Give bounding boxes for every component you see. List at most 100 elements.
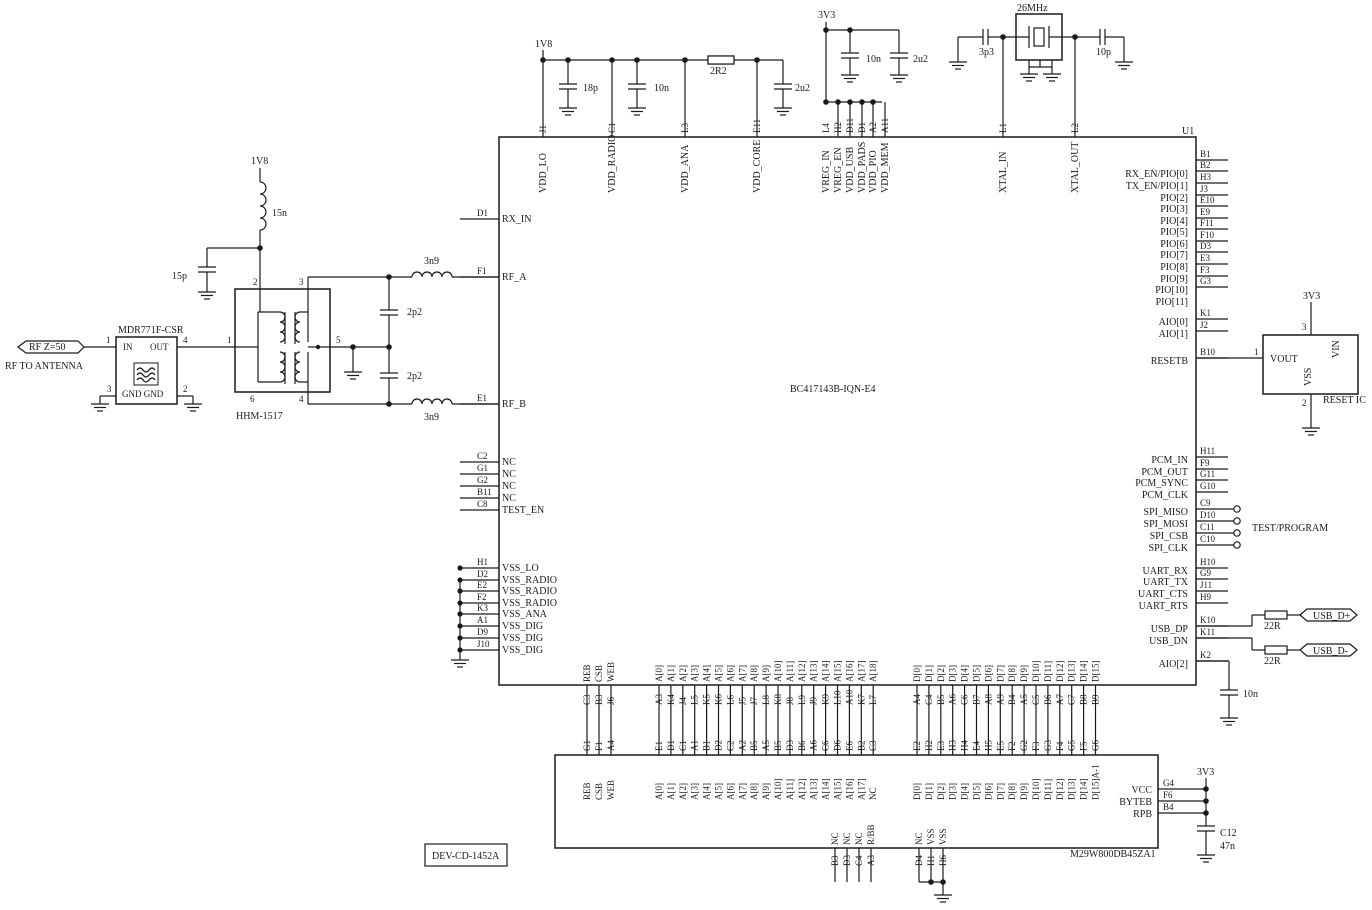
u1-left-pin-name: VSS_RADIO (502, 586, 557, 597)
memory-top-pin-name: D[0] (912, 783, 922, 800)
junction-dot (457, 565, 463, 571)
usb-dp-label: USB_D+ (1313, 611, 1351, 622)
aio2-capacitor: 10n (1196, 660, 1258, 718)
u1-right-pin-name: SPI_MISO (1144, 507, 1188, 518)
u1-bottom-pin-name: A[9] (761, 665, 771, 682)
supply-1v8-net: 1V8 2R2 (535, 39, 783, 137)
u1-bottom-pin-name: A[2] (678, 665, 688, 682)
u1-right-pin-number: H10 (1200, 557, 1216, 567)
u1-chip: U1 BC417143B-IQN-E4 J1VDD_LOC1VDD_RADIOL… (457, 102, 1234, 755)
ground-icon (344, 371, 362, 380)
u1-bottom-pin-number: J9 (809, 696, 819, 705)
balun-pin-3: 3 (299, 277, 304, 287)
memory-top-pin-number: H4 (960, 740, 970, 751)
balun-pin-4: 4 (299, 394, 304, 404)
reset-vin-label: VIN (1331, 340, 1342, 358)
u1-bottom-pin-number: C7 (1067, 694, 1077, 705)
u1-bottom-pin-name: D[1] (924, 665, 934, 682)
u1-bottom-pin-name: A[7] (737, 665, 747, 682)
memory-top-pin-name: D[2] (936, 783, 946, 800)
u1-bottom-pin-number: L7 (868, 695, 878, 705)
inductor-15n-value: 15n (272, 208, 287, 219)
u1-bottom-pin-number: L5 (690, 695, 700, 705)
u1-left-pin-name: NC (502, 457, 516, 468)
u1-bottom-pin-number: A10 (844, 689, 854, 705)
u1-bottom-pin-number: L6 (725, 695, 735, 705)
u1-left-pin-number: K3 (477, 603, 488, 613)
u1-left-pin-number: E2 (477, 580, 487, 590)
memory-top-pin-name: A[11] (785, 779, 795, 800)
ground-icon (91, 403, 109, 412)
u1-bottom-pin-name: A[3] (690, 665, 700, 682)
memory-right-pin-number: G4 (1163, 778, 1174, 788)
u1-bottom-pin-number: K9 (821, 694, 831, 705)
cap-c12-value: 47n (1220, 841, 1235, 852)
memory-bottom-pin-number: D3 (842, 855, 852, 866)
memory-bottom-pin-name: NC (854, 832, 864, 845)
u1-bottom-pin-number: B5 (936, 694, 946, 705)
u1-part-label: BC417143B-IQN-E4 (790, 384, 876, 395)
u1-bottom-pin-name: A[4] (702, 665, 712, 682)
memory-top-pin-number: H5 (983, 740, 993, 751)
rf-net-1v8-label: 1V8 (251, 156, 268, 167)
dev-label-box: DEV-CD-1452A (424, 843, 508, 867)
memory-top-pin-name: D[1] (924, 783, 934, 800)
filter-pin-1: 1 (106, 335, 111, 345)
u1-right-pin-name: PIO[9] (1160, 274, 1188, 285)
memory-top-pin-number: D3 (785, 740, 795, 751)
u1-bottom-pin-name: A[18] (868, 661, 878, 683)
u1-right-pin-name: PCM_IN (1151, 455, 1188, 466)
u1-bottom-pin-number: B9 (1091, 694, 1101, 705)
u1-top-pin-name: VDD_RADIO (607, 135, 618, 193)
u1-bottom-pin-number: L8 (761, 695, 771, 705)
u1-left-pin-name: VSS_RADIO (502, 575, 557, 586)
u1-top-pin-name: VDD_ANA (680, 144, 691, 193)
junction-dot (859, 99, 865, 105)
u1-bottom-pin-number: L10 (833, 690, 843, 705)
balun-pin-1: 1 (227, 335, 232, 345)
memory-top-pin-number: F2 (1007, 741, 1017, 751)
memory-top-pin-name: D[13] (1067, 779, 1077, 801)
ground-icon (198, 291, 216, 300)
u1-left-pin-number: D1 (477, 208, 488, 218)
u1-left-pin-name: NC (502, 469, 516, 480)
u1-left-pin-number: H1 (477, 557, 488, 567)
u1-bottom-pin-name: A[12] (797, 661, 807, 683)
inductor-3n9-a (411, 271, 453, 278)
memory-top-pin-name: A[17] (856, 779, 866, 801)
memory-top-pin-name: NC (868, 787, 878, 800)
u1-bottom-pin-number: C4 (924, 694, 934, 705)
u1-top-pin-name: VDD_CORE (752, 140, 763, 193)
u1-right-pin-name: AIO[2] (1159, 659, 1188, 670)
memory-top-pin-name: D[5] (972, 783, 982, 800)
memory-top-pin-number: E2 (912, 741, 922, 751)
memory-top-pin-number: C3 (868, 740, 878, 751)
memory-right-pin-number: B4 (1163, 802, 1174, 812)
memory-top-pin-name: D[6] (983, 783, 993, 800)
memory-top-pin-number: F1 (594, 741, 604, 751)
ground-icon (559, 107, 577, 116)
u1-bottom-pin-name: WEB (606, 662, 616, 682)
filter-out-label: OUT (150, 342, 169, 352)
u1-right-pin-name: RESETB (1151, 356, 1189, 367)
usb-dn-port (1299, 643, 1358, 657)
ground-icon (774, 107, 792, 116)
u1-bottom-pins: C3REBB3CSBJ6WEBA3A[0]K4A[1]J4A[2]L5A[3]K… (582, 661, 1101, 755)
u1-bottom-pin-name: A[0] (654, 665, 664, 682)
antenna-label: RF TO ANTENNA (5, 361, 84, 372)
u1-left-pin-name: VSS_DIG (502, 645, 543, 656)
u1-right-pin-number: K1 (1200, 308, 1211, 318)
reset-ic-name: RESET IC (1323, 395, 1366, 406)
memory-top-pin-number: C1 (678, 740, 688, 751)
u1-right-pin-number: J3 (1200, 184, 1209, 194)
u1-right-pin-name: SPI_CLK (1149, 543, 1189, 554)
u1-right-pin-name: PIO[6] (1160, 239, 1188, 250)
u1-right-pins: B1B2RX_EN/PIO[0]H3TX_EN/PIO[1]J3PIO[2]E1… (1125, 149, 1234, 670)
test-pad-icon (1233, 517, 1241, 525)
u1-bottom-pin-name: REB (582, 664, 592, 682)
memory-top-pin-name: A[10] (773, 779, 783, 801)
u1-left-pin-number: C2 (477, 451, 488, 461)
ground-icon (949, 61, 967, 70)
u1-right-pin-number: F11 (1200, 218, 1214, 228)
filter-pin-2: 2 (183, 384, 188, 394)
